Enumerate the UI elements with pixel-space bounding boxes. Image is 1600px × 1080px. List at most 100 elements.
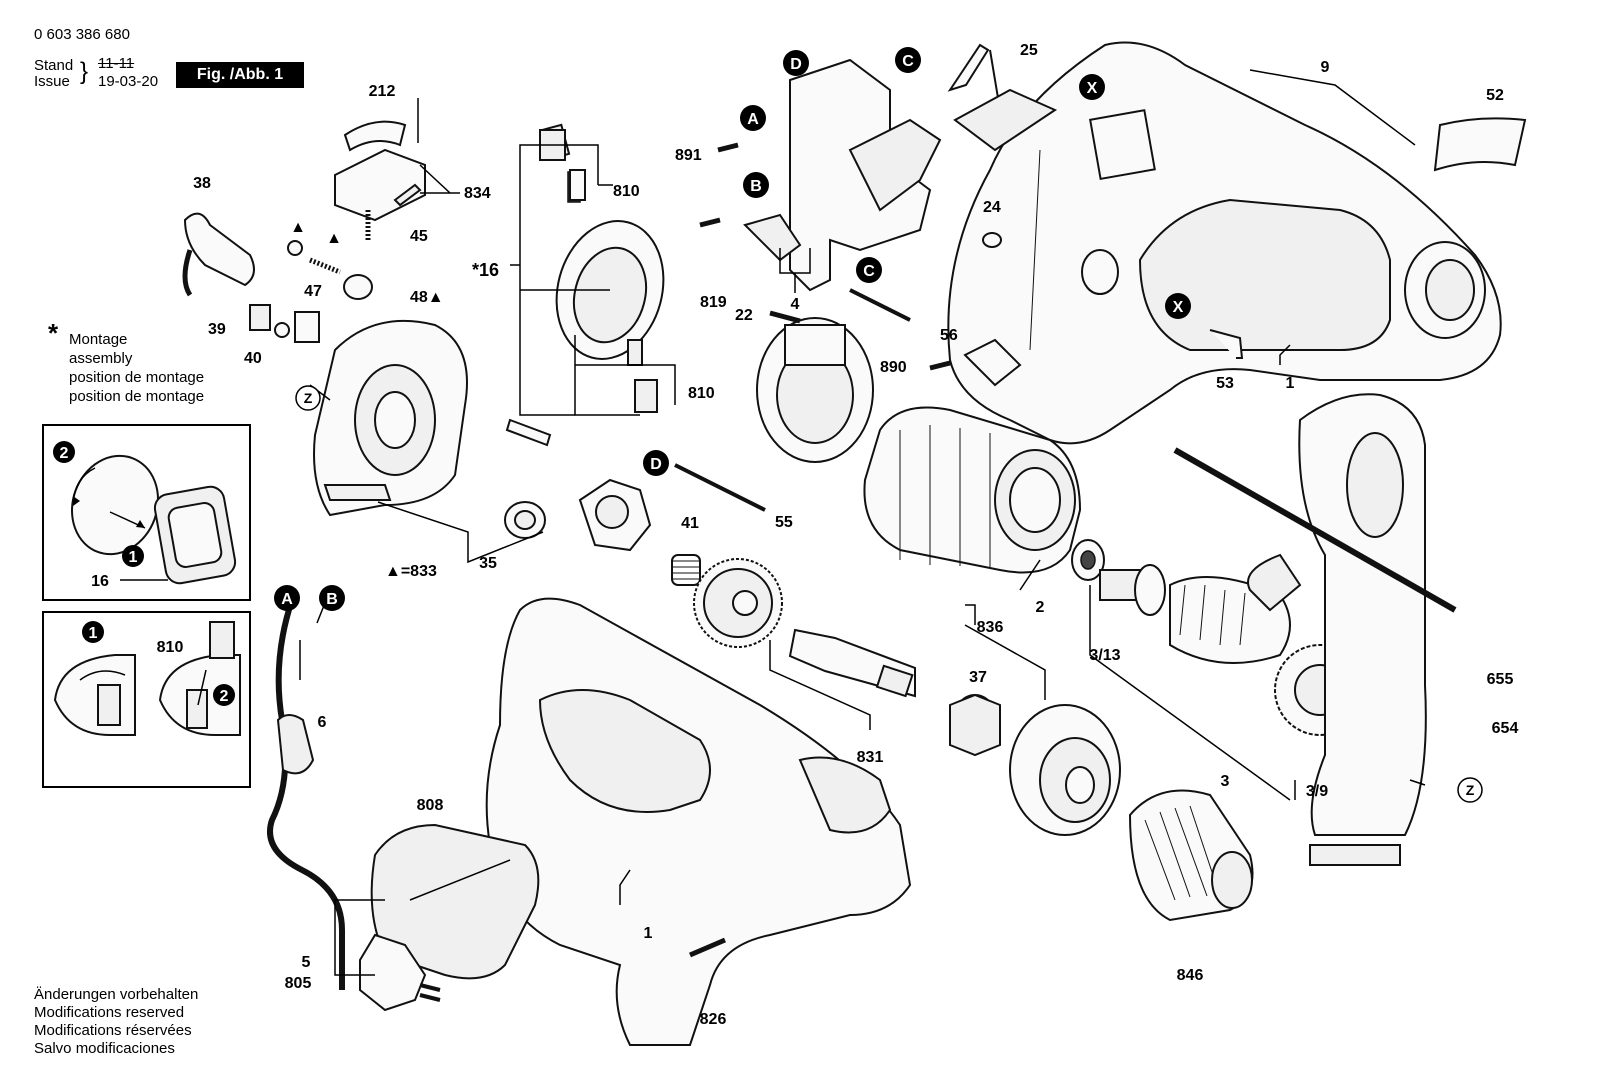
part-label: 3/13 (1089, 647, 1120, 664)
callout-two-label: 2 (60, 445, 69, 462)
footer-line: Modifications reserved (34, 1004, 185, 1021)
part-890 (963, 338, 1022, 387)
part-40 (274, 322, 290, 338)
part-label: 1 (1286, 375, 1295, 392)
wire-55 (674, 463, 766, 512)
part-label: 25 (1020, 42, 1038, 59)
triangle-marker: ▲ (290, 219, 306, 236)
part-label: 53 (1216, 375, 1234, 392)
brace: } (80, 58, 89, 85)
callout-label: D (650, 456, 662, 473)
callout-label: X (1173, 299, 1184, 316)
part-label: 826 (700, 1011, 727, 1028)
footer-line: Änderungen vorbehalten (34, 986, 199, 1003)
aux-handle-654 (1247, 393, 1427, 866)
callout-d (643, 450, 669, 476)
part-number: 0 603 386 680 (34, 26, 130, 43)
issue-value: 19-03-20 (98, 73, 159, 90)
callout-one-label: 1 (89, 625, 98, 642)
callout-two (53, 441, 75, 463)
callout-label: X (1087, 80, 1098, 97)
pin (505, 418, 552, 447)
wire-56 (849, 288, 911, 322)
part-label: 22 (735, 307, 753, 324)
part-label: 846 (1177, 967, 1204, 984)
callout-one-label: 1 (129, 549, 138, 566)
part-label: 38 (193, 175, 211, 192)
callout-x (1079, 74, 1105, 100)
spring-48 (309, 257, 341, 275)
callout-label: B (326, 591, 338, 608)
part-label: 6 (318, 714, 327, 731)
assembly-star: * (48, 318, 59, 348)
part-label: 808 (417, 797, 444, 814)
callout-label: C (902, 53, 914, 70)
callout-label: Z (1466, 782, 1475, 798)
part-label: 24 (983, 199, 1001, 216)
chuck-846 (1128, 789, 1254, 922)
footer-note: Änderungen vorbehalten Modifications res… (34, 986, 198, 1058)
inset-1-drawing (70, 454, 237, 585)
part-label: 819 (700, 294, 727, 311)
leader-lines (299, 69, 1426, 976)
screw-819 (699, 217, 721, 228)
part-label: 56 (940, 327, 958, 344)
stand-value: 11-11 (98, 55, 135, 72)
callout-a (274, 585, 300, 611)
callout-z (295, 385, 321, 411)
footer-line: Modifications réservées (34, 1022, 192, 1039)
callout-one (122, 545, 144, 567)
part-47 (294, 311, 320, 343)
callout-x (1165, 293, 1191, 319)
part-label: 55 (775, 514, 793, 531)
brush-holder-ring (756, 317, 874, 463)
clip-25 (947, 43, 1058, 152)
part-label: 48▲ (410, 289, 444, 306)
callout-c (895, 47, 921, 73)
callout-label: A (747, 111, 759, 128)
callout-b (743, 172, 769, 198)
spring-53 (1209, 329, 1244, 359)
part-label: 836 (977, 619, 1004, 636)
assembly-note: Montage assembly position de montage pos… (47, 330, 204, 406)
assembly-note-line: Montage (69, 331, 128, 348)
part-label: 810 (688, 385, 715, 402)
callout-d (783, 50, 809, 76)
depth-rod-655 (1173, 447, 1457, 613)
part-label: 810 (613, 183, 640, 200)
part-label: 891 (675, 147, 702, 164)
part-label: 4 (791, 296, 800, 313)
footer-line: Salvo modificaciones (34, 1040, 175, 1057)
part-label: 47 (304, 283, 322, 300)
lever-38 (182, 212, 255, 297)
part-label: 655 (1487, 671, 1514, 688)
stand-label: Stand (34, 57, 74, 74)
part-label: 831 (857, 749, 884, 766)
gear-housing-836 (1009, 704, 1121, 836)
part-label: 9 (1321, 59, 1330, 76)
brush-holder-16 (540, 123, 665, 413)
part-label: ▲=833 (385, 563, 437, 580)
part-label: 810 (157, 639, 184, 656)
assembly-note-line: position de montage (69, 369, 205, 386)
callout-two-label: 2 (220, 688, 229, 705)
callout-label: D (790, 56, 802, 73)
callout-a (740, 105, 766, 131)
part-label: *16 (472, 260, 499, 280)
bushing-37 (949, 693, 1001, 757)
part-label: 41 (681, 515, 699, 532)
part-48a (287, 240, 303, 256)
callout-label: B (750, 178, 762, 195)
screw-891 (717, 142, 739, 153)
plug-5 (359, 933, 441, 1012)
gear-flange (313, 319, 468, 517)
callout-label: C (863, 263, 875, 280)
part-label: 52 (1486, 87, 1504, 104)
part-label: 834 (464, 185, 491, 202)
bushing-48 (343, 274, 373, 300)
washer-24 (982, 232, 1002, 248)
part-label: 37 (969, 669, 987, 686)
inset-2-drawing (53, 621, 241, 736)
gear (693, 558, 783, 648)
